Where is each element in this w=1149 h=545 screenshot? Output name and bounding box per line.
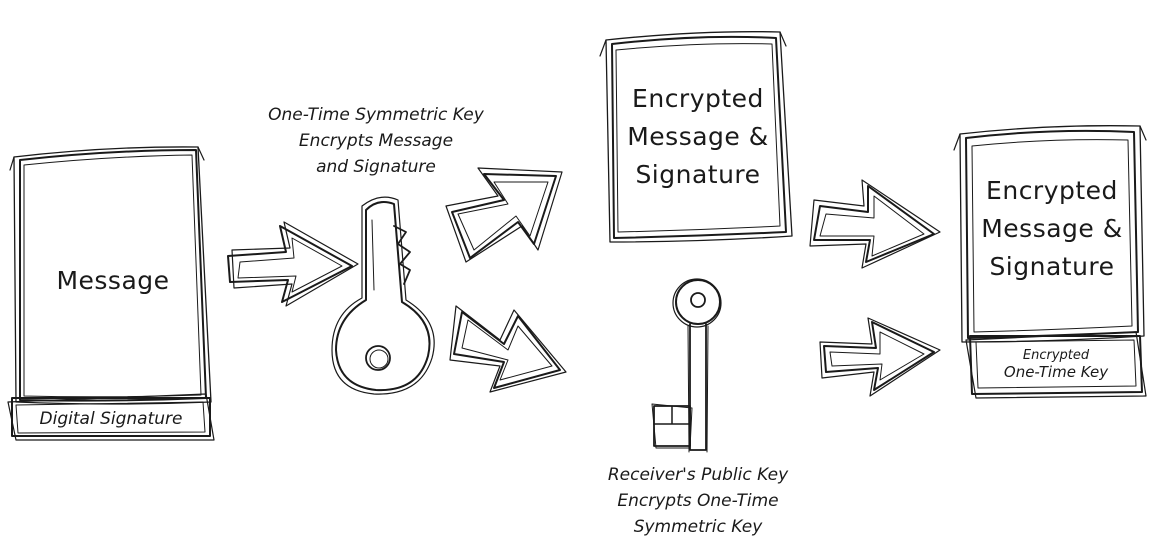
encrypted-one-time-key-tab — [965, 331, 1147, 399]
caption-line: Receiver's Public Key — [607, 465, 789, 485]
caption-line: and Signature — [316, 157, 436, 177]
final-encrypted-message-label: Encrypted Message & Signature — [960, 172, 1144, 286]
tab-line: Encrypted — [1022, 348, 1090, 363]
arrow-icon — [809, 179, 941, 269]
encrypted-line: Encrypted — [632, 84, 764, 113]
caption-line: Encrypts One-Time — [617, 491, 779, 511]
arrow-icon — [445, 167, 563, 263]
digital-signature-text: Digital Signature — [39, 409, 183, 429]
message-text: Message — [56, 266, 170, 295]
symmetric-key-icon — [331, 196, 435, 395]
caption-line: Symmetric Key — [633, 517, 763, 537]
caption-line: Encrypts Message — [298, 131, 454, 151]
encrypted-message-label: Encrypted Message & Signature — [606, 80, 790, 194]
encrypted-line: Signature — [989, 252, 1115, 281]
symmetric-key-caption: One-Time Symmetric Key Encrypts Message … — [226, 102, 526, 180]
public-key-icon — [651, 278, 722, 453]
arrow-icon — [227, 221, 359, 307]
encrypted-line: Signature — [635, 160, 761, 189]
encrypted-line: Message & — [981, 214, 1123, 243]
encrypted-line: Message & — [627, 122, 769, 151]
public-key-caption: Receiver's Public Key Encrypts One-Time … — [548, 462, 848, 540]
encrypted-key-tab-label: Encrypted One-Time Key — [970, 348, 1142, 380]
arrow-icon — [449, 305, 567, 393]
digital-signature-label: Digital Signature — [12, 406, 210, 432]
encrypted-document-icon — [599, 31, 793, 243]
message-label: Message — [20, 262, 206, 300]
arrow-icon — [819, 317, 941, 397]
tab-line: One-Time Key — [1003, 363, 1109, 381]
digital-signature-tab — [7, 393, 215, 441]
caption-line: One-Time Symmetric Key — [268, 105, 484, 125]
encrypted-line: Encrypted — [986, 176, 1118, 205]
